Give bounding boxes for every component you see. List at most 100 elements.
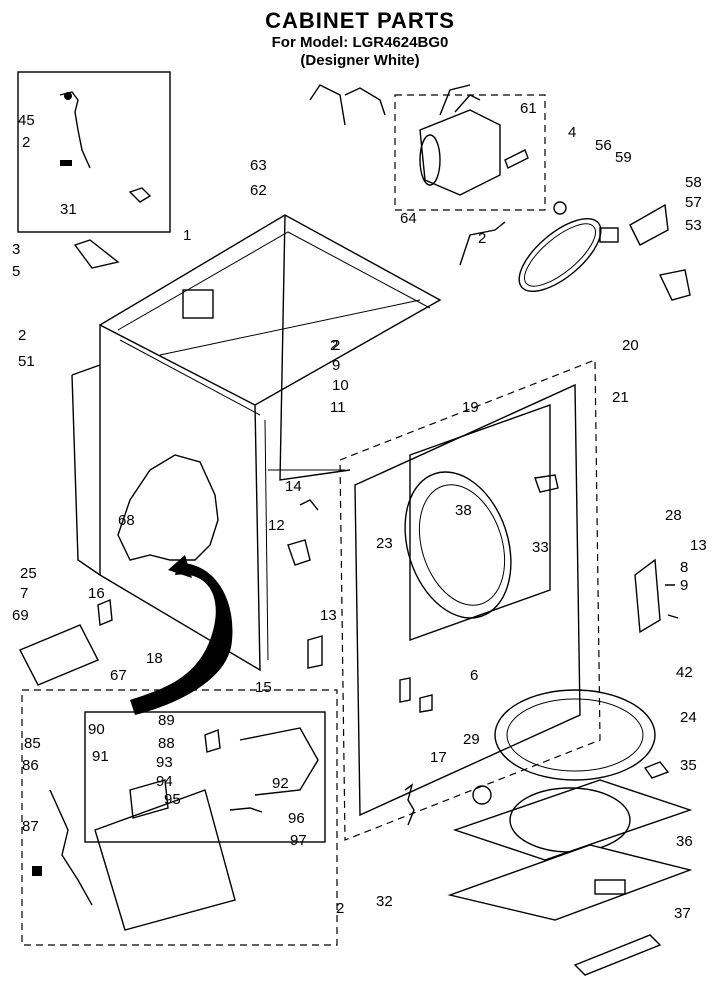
callout-51: 51	[18, 353, 35, 370]
callout-15: 15	[255, 679, 272, 696]
callout-96: 96	[288, 810, 305, 827]
callout-88: 88	[158, 735, 175, 752]
clamp-31	[128, 187, 152, 203]
clip-24	[643, 761, 670, 779]
spring-17	[404, 783, 415, 826]
callout-31: 31	[60, 201, 77, 218]
callout-63: 63	[250, 157, 267, 174]
cabinet-rear-brace	[159, 299, 421, 471]
door-opening	[409, 404, 551, 641]
blower-motor	[419, 109, 501, 196]
callout-13: 13	[690, 537, 707, 554]
callout-2: 2	[332, 337, 340, 354]
callout-64: 64	[400, 210, 417, 227]
callout-23: 23	[376, 535, 393, 552]
instruction-card-69	[19, 624, 99, 686]
callout-38: 38	[455, 502, 472, 519]
bracket-91	[129, 779, 169, 819]
door-switch-6	[399, 677, 433, 713]
screw-2-inset	[60, 160, 72, 166]
callout-17: 17	[430, 749, 447, 766]
callout-24: 24	[680, 709, 697, 726]
inset-box-top-left	[17, 71, 171, 233]
callout-20: 20	[622, 337, 639, 354]
callout-6: 6	[470, 667, 478, 684]
callout-10: 10	[332, 377, 349, 394]
callout-9: 9	[332, 357, 340, 374]
cabinet-inner-frame	[117, 231, 431, 661]
motor-end	[419, 134, 441, 186]
panel-bottom-37	[573, 934, 662, 976]
callout-69: 69	[12, 607, 29, 624]
callout-53: 53	[685, 217, 702, 234]
callout-32: 32	[376, 893, 393, 910]
callout-2: 2	[22, 134, 30, 151]
cutaway-edge	[117, 454, 219, 561]
callout-67: 67	[110, 667, 127, 684]
drum-seal-42-inner	[506, 698, 644, 772]
idler-bracket-57	[629, 203, 669, 246]
wire-96	[229, 807, 263, 813]
callout-85: 85	[24, 735, 41, 752]
callout-33: 33	[532, 539, 549, 556]
control-inner-box	[84, 711, 326, 843]
callout-68: 68	[118, 512, 135, 529]
terminal-block	[94, 789, 236, 931]
toe-panel-36	[447, 844, 693, 921]
callout-19: 19	[462, 399, 479, 416]
callout-2: 2	[330, 337, 338, 354]
cable-86	[49, 789, 93, 906]
model-color: (Designer White)	[300, 52, 420, 69]
callout-90: 90	[88, 721, 105, 738]
wire-harness-45	[59, 91, 91, 169]
callout-9: 9	[680, 577, 688, 594]
callout-95: 95	[164, 791, 181, 808]
front-panel-21	[354, 383, 581, 817]
callout-42: 42	[676, 664, 693, 681]
callout-37: 37	[674, 905, 691, 922]
callout-28: 28	[665, 507, 682, 524]
callout-87: 87	[22, 818, 39, 835]
control-box	[21, 689, 338, 946]
connector-45	[64, 92, 72, 100]
callout-92: 92	[272, 775, 289, 792]
callout-61: 61	[520, 100, 537, 117]
motor-box	[394, 94, 546, 211]
pulley-4	[553, 201, 567, 215]
idler-pulley-53	[658, 269, 691, 301]
callout-18: 18	[146, 650, 163, 667]
drum-seal-42	[494, 689, 656, 781]
cabinet-side-panel	[99, 323, 261, 672]
callout-21: 21	[612, 389, 629, 406]
bracket-28	[634, 558, 661, 634]
wiring-12-14	[287, 499, 319, 566]
callout-11: 11	[330, 399, 346, 416]
front-bulkhead-35	[452, 779, 693, 861]
callout-1: 1	[183, 227, 191, 244]
callout-8: 8	[680, 559, 688, 576]
exhaust-duct	[130, 562, 233, 715]
callout-12: 12	[268, 517, 285, 534]
toe-panel-vent	[594, 879, 626, 895]
callout-97: 97	[290, 832, 307, 849]
callout-56: 56	[595, 137, 612, 154]
door-strike-33	[534, 474, 559, 493]
wire-harness-64	[459, 221, 506, 266]
duct-arrow	[168, 555, 192, 578]
callout-16: 16	[88, 585, 105, 602]
callout-2: 2	[18, 327, 26, 344]
bracket-3-5	[73, 239, 120, 269]
cabinet-rear-edge	[279, 214, 351, 481]
cabinet-vent	[182, 289, 214, 319]
callout-13: 13	[320, 607, 337, 624]
idler-59	[599, 227, 619, 243]
page-title: CABINET PARTS	[265, 8, 455, 33]
connector-87	[32, 866, 42, 876]
callout-86: 86	[22, 757, 39, 774]
callout-29: 29	[463, 731, 480, 748]
front-panel-dashed-outline	[339, 359, 601, 841]
door-seal-38	[404, 471, 512, 619]
callout-3: 3	[12, 241, 20, 258]
glide-29	[472, 785, 492, 805]
callout-58: 58	[685, 174, 702, 191]
